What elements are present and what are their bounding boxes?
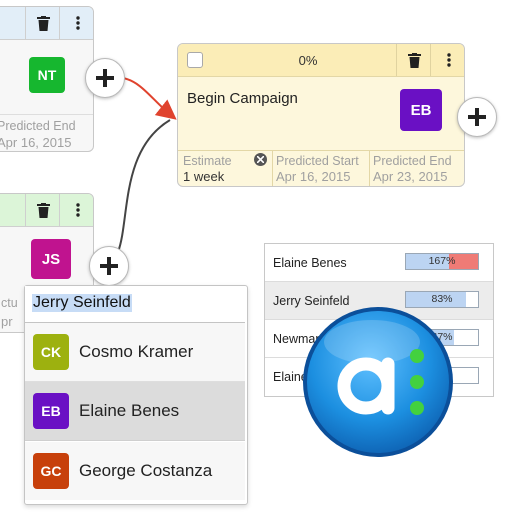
workload-bar: 167% [405,253,479,270]
logo-glyph [337,357,395,415]
workload-name: Elaine [273,370,308,384]
workload-bar: 83% [405,291,479,308]
estimate-value[interactable]: 1 week [183,169,225,184]
workload-percent: 83% [431,293,453,305]
assignee-avatar[interactable]: JS [31,239,71,279]
assignee-picker[interactable]: Jerry Seinfeld CK Cosmo Kramer EB Elaine… [24,285,248,505]
option-avatar: CK [33,334,69,370]
trash-icon [407,52,421,68]
option-name: George Costanza [79,461,213,480]
option-name: Elaine Benes [79,401,180,420]
assignee-search-input-text: Jerry Seinfeld [32,294,132,312]
estimate-label: Estimate [183,154,232,168]
option-avatar: GC [33,453,69,489]
trash-icon [36,15,50,31]
kebab-menu-icon [76,203,80,217]
card-footer [0,114,93,115]
card-footer-fragment-label: ctu [1,296,18,310]
assignee-option-cosmo-kramer[interactable]: CK Cosmo Kramer [25,323,245,382]
menu-button[interactable] [430,44,464,76]
trash-icon [36,202,50,218]
workload-name: Jerry Seinfeld [273,294,350,308]
card-footer-divider [178,150,464,151]
add-dependency-button-js[interactable] [89,246,129,286]
kebab-menu-icon [447,53,451,67]
complete-checkbox[interactable] [187,52,203,68]
delete-button[interactable] [396,44,431,76]
assignee-options-list: CK Cosmo Kramer EB Elaine Benes GC Georg… [25,323,245,503]
plus-icon [96,69,114,87]
card-footer-fragment-value: pr [1,314,13,329]
workload-name: Newman [273,332,323,346]
workload-percent: 167% [428,255,456,267]
plus-icon [100,257,118,275]
task-card-nt[interactable]: NT Predicted End Apr 16, 2015 [0,6,94,152]
predicted-end-label: Predicted End [0,119,76,133]
progress-percent: 0% [298,53,318,68]
workload-name: Elaine Benes [273,256,347,270]
predicted-start-value: Apr 16, 2015 [276,169,351,184]
workload-fill [406,292,466,307]
connector-dark [117,119,171,253]
task-card-begin-campaign[interactable]: 0% Begin Campaign EB Estimate 1 week Pre… [177,43,465,187]
option-avatar: EB [33,393,69,429]
assignee-search-input[interactable]: Jerry Seinfeld [25,286,245,323]
plus-icon [468,108,486,126]
predicted-end-label: Predicted End [373,154,452,168]
kebab-menu-icon [76,16,80,30]
clear-estimate-button[interactable] [254,153,267,166]
footer-divider-2 [369,151,370,186]
assignee-avatar[interactable]: NT [29,57,65,93]
task-title[interactable]: Begin Campaign [187,90,298,107]
assignee-avatar[interactable]: EB [400,89,442,131]
assignee-option-george-costanza[interactable]: GC George Costanza [25,442,245,500]
add-dependency-button-nt[interactable] [85,58,125,98]
app-logo-icon [303,307,453,457]
option-name: Cosmo Kramer [79,342,194,361]
workload-overload [449,254,478,269]
delete-button[interactable] [25,194,60,226]
workload-row[interactable]: Elaine Benes 167% [265,244,493,282]
close-icon [257,156,264,163]
predicted-start-label: Predicted Start [276,154,359,168]
assignee-option-elaine-benes[interactable]: EB Elaine Benes [25,382,245,441]
workload-panel: Elaine Benes 167% Jerry Seinfeld 83% New… [264,243,494,397]
menu-button[interactable] [59,7,93,39]
predicted-end-value: Apr 23, 2015 [373,169,448,184]
connector-red [122,77,177,120]
menu-button[interactable] [59,194,93,226]
footer-divider-1 [272,151,273,186]
delete-button[interactable] [25,7,60,39]
predicted-end-value: Apr 16, 2015 [0,135,72,150]
add-dependency-button-main[interactable] [457,97,497,137]
